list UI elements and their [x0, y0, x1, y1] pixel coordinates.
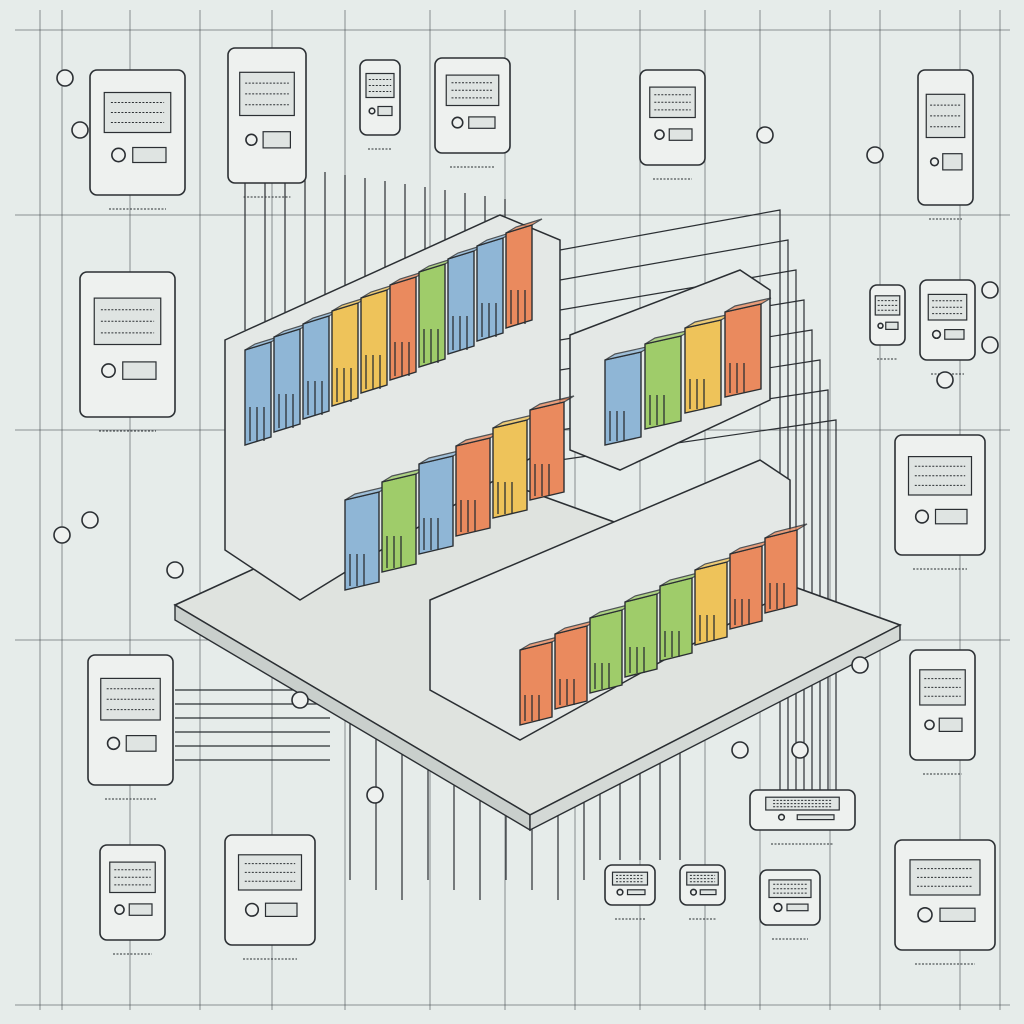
meter-device: [639, 69, 706, 180]
knob-icon: [451, 116, 464, 129]
meter-device: [604, 864, 656, 920]
terminal-symbol-icon: [756, 126, 774, 144]
knob-icon: [924, 719, 935, 731]
device-label: [468, 116, 496, 129]
device-label: [942, 153, 963, 171]
meter-device: [909, 649, 976, 775]
device-label: [264, 902, 298, 918]
breaker-module-top: [724, 297, 772, 313]
meter-device: [894, 839, 996, 965]
meter-device: [869, 284, 906, 360]
meter-device: [434, 57, 511, 168]
device-label: [944, 329, 965, 340]
device-label: [786, 903, 809, 912]
terminal-symbol-icon: [53, 526, 71, 544]
terminal-symbol-icon: [71, 121, 89, 139]
device-label: [262, 131, 292, 149]
knob-icon: [245, 133, 258, 147]
front-rail: [519, 523, 808, 726]
knob-icon: [654, 129, 665, 140]
device-label: [699, 889, 717, 896]
breaker-module: [244, 341, 272, 446]
knob-icon: [773, 902, 783, 913]
meters-and-devices: [53, 47, 999, 965]
meter-device: [79, 271, 176, 432]
knob-icon: [106, 736, 121, 751]
knob-icon: [689, 888, 698, 896]
breaker-module-top: [505, 218, 543, 234]
terminal-symbol-icon: [936, 371, 954, 389]
knob-icon: [368, 107, 376, 115]
terminal-symbol-icon: [366, 786, 384, 804]
meter-device: [759, 869, 821, 940]
terminal-symbol-icon: [731, 741, 749, 759]
meter-device: [227, 47, 307, 198]
device-label: [626, 889, 646, 896]
meter-device: [749, 789, 856, 845]
device-label: [125, 734, 157, 752]
device-label: [668, 128, 693, 141]
breaker-module: [302, 315, 330, 420]
breaker-module: [476, 237, 504, 342]
device-label: [796, 814, 835, 821]
knob-icon: [101, 363, 116, 379]
meter-device: [894, 434, 986, 570]
breaker-module: [331, 302, 359, 407]
meter-device: [224, 834, 316, 960]
meter-device: [917, 69, 974, 220]
meter-device: [87, 654, 174, 800]
terminal-symbol-icon: [56, 69, 74, 87]
device-label: [377, 105, 393, 117]
knob-icon: [114, 904, 125, 915]
meter-device: [99, 844, 166, 955]
breaker-module: [360, 289, 388, 394]
meter-device: [359, 59, 401, 150]
terminal-symbol-icon: [291, 691, 309, 709]
breaker-module-top: [764, 523, 808, 539]
middle-rail: [344, 395, 575, 591]
meter-device: [679, 864, 726, 920]
meter-device: [89, 69, 186, 210]
device-label: [939, 907, 976, 923]
terminal-symbol-icon: [81, 511, 99, 529]
breaker-module: [505, 224, 533, 329]
knob-icon: [929, 157, 940, 167]
terminal-symbol-icon: [981, 281, 999, 299]
breaker-module: [447, 250, 475, 355]
device-label: [132, 146, 167, 164]
device-label: [885, 321, 899, 331]
breaker-module: [418, 263, 446, 368]
device-label: [122, 361, 157, 380]
isometric-platform: [173, 214, 903, 832]
device-label: [938, 717, 963, 733]
knob-icon: [931, 329, 942, 340]
terminal-symbol-icon: [166, 561, 184, 579]
knob-icon: [111, 147, 126, 163]
terminal-symbol-icon: [851, 656, 869, 674]
device-screen: [768, 879, 812, 899]
knob-icon: [877, 322, 884, 330]
device-screen: [100, 677, 161, 721]
breaker-rails: [244, 218, 808, 726]
upper-left-rail: [244, 218, 543, 446]
knob-icon: [616, 888, 624, 896]
knob-icon: [244, 902, 260, 917]
meter-device: [919, 279, 976, 375]
breaker-module: [389, 276, 417, 381]
knob-icon: [917, 906, 933, 923]
breaker-module-top: [529, 395, 575, 411]
device-label: [128, 903, 153, 916]
terminal-symbol-icon: [866, 146, 884, 164]
knob-icon: [777, 813, 786, 821]
terminal-symbol-icon: [791, 741, 809, 759]
knob-icon: [914, 509, 930, 524]
breaker-module: [273, 328, 301, 433]
right-rail: [604, 297, 772, 446]
device-label: [934, 508, 968, 525]
terminal-symbol-icon: [981, 336, 999, 354]
